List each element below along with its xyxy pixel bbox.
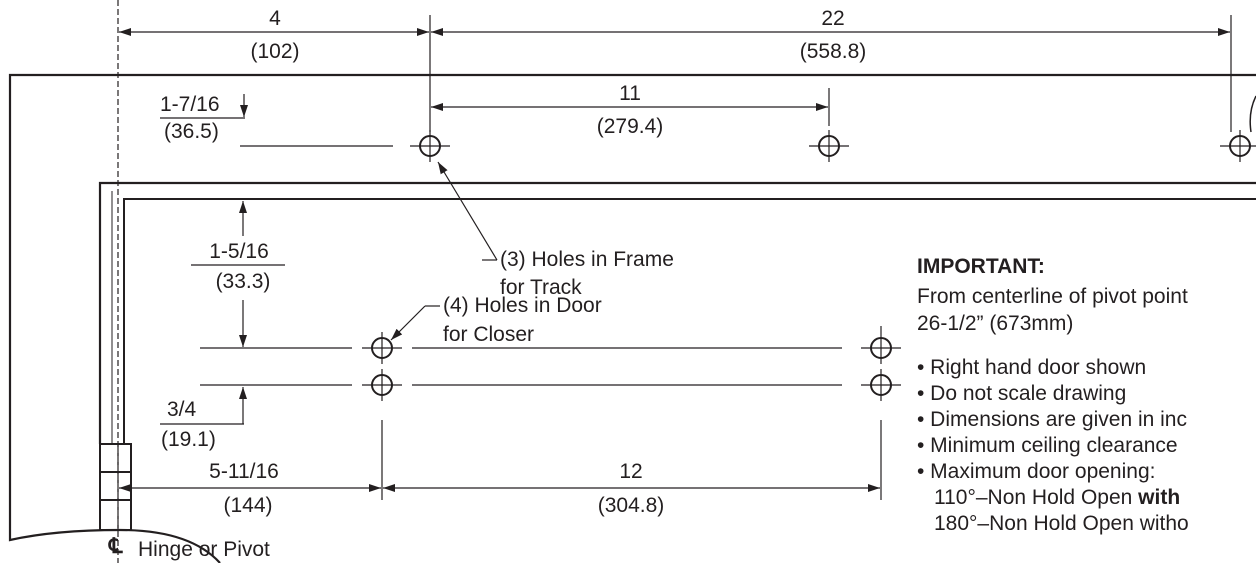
- dim-11-mm: (279.4): [597, 115, 664, 138]
- dim-5-11-16-inch: 5-11/16: [209, 460, 279, 483]
- door-outline-inner: [123, 198, 1256, 444]
- dim-door-hole-span: 12 (304.8): [383, 460, 880, 517]
- frame-holes-label-2: for Track: [500, 276, 582, 299]
- dim-1-5-16-mm: (33.3): [216, 270, 271, 293]
- door-outline-outer: [98, 181, 1256, 444]
- door-hole-3: [861, 326, 901, 364]
- frame-hole-3: [1220, 130, 1256, 162]
- dim-4-mm: (102): [250, 40, 299, 63]
- dim-12-mm: (304.8): [598, 494, 665, 517]
- notes-line-1: From centerline of pivot point: [917, 285, 1188, 308]
- dim-3-4-inch: 3/4: [167, 398, 197, 421]
- frame-hole-2: [809, 130, 849, 162]
- frame-holes-label-1: (3) Holes in Frame: [500, 248, 674, 271]
- frame-holes-leader: [437, 161, 498, 261]
- dim-1-5-16-inch: 1-5/16: [209, 240, 269, 263]
- notes-line-2: 26-1/2” (673mm): [917, 312, 1073, 335]
- centerline-symbol: ℄: [108, 535, 123, 558]
- notes-opening-110-text: 110°–Non Hold Open: [934, 486, 1138, 509]
- important-notes: IMPORTANT: From centerline of pivot poin…: [917, 255, 1189, 535]
- notes-opening-110-bold: with: [1137, 486, 1180, 509]
- notes-bullet-1: • Right hand door shown: [917, 356, 1146, 379]
- notes-bullet-2: • Do not scale drawing: [917, 382, 1126, 405]
- notes-bullet-3: • Dimensions are given in inc: [917, 408, 1187, 431]
- hinge: [99, 443, 132, 531]
- door-holes-label-2: for Closer: [443, 323, 534, 346]
- notes-opening-110: 110°–Non Hold Open with: [934, 486, 1180, 509]
- door-hole-1: [362, 332, 402, 364]
- dim-door-top-to-hole: 1-5/16 (33.3): [191, 201, 285, 347]
- notes-bullet-5: • Maximum door opening:: [917, 460, 1155, 483]
- door-hole-4: [861, 369, 901, 401]
- partial-arc: [1249, 95, 1256, 133]
- dim-frame-hole-span: 22 (558.8): [431, 7, 1232, 132]
- dim-12-inch: 12: [619, 460, 642, 483]
- door-hole-2: [362, 369, 402, 401]
- dim-door-hole-spacing: 3/4 (19.1): [160, 387, 247, 451]
- door-holes-label-1: (4) Holes in Door: [443, 294, 602, 317]
- door-holes-leader: [390, 305, 426, 341]
- dim-frame-hole-from-top: 1-7/16 (36.5): [160, 93, 393, 147]
- dim-22-inch: 22: [821, 7, 844, 30]
- dim-11-inch: 11: [619, 82, 641, 105]
- dim-22-mm: (558.8): [800, 40, 867, 63]
- notes-opening-180: 180°–Non Hold Open witho: [934, 512, 1189, 535]
- dim-1-7-16-mm: (36.5): [164, 120, 219, 143]
- dim-3-4-mm: (19.1): [161, 428, 216, 451]
- dim-hinge-to-frame-hole: 4 (102): [119, 7, 431, 132]
- dim-hinge-to-door-hole: 5-11/16 (144): [119, 460, 381, 517]
- dim-5-11-16-mm: (144): [223, 494, 272, 517]
- notes-heading: IMPORTANT:: [917, 255, 1045, 278]
- dim-frame-hole-spacing: 11 (279.4): [431, 82, 830, 138]
- centerline-label: Hinge or Pivot: [138, 538, 270, 561]
- frame-hole-1: [410, 130, 450, 162]
- notes-bullet-4: • Minimum ceiling clearance: [917, 434, 1178, 457]
- dim-4-inch: 4: [269, 7, 281, 30]
- dim-1-7-16-inch: 1-7/16: [160, 93, 220, 116]
